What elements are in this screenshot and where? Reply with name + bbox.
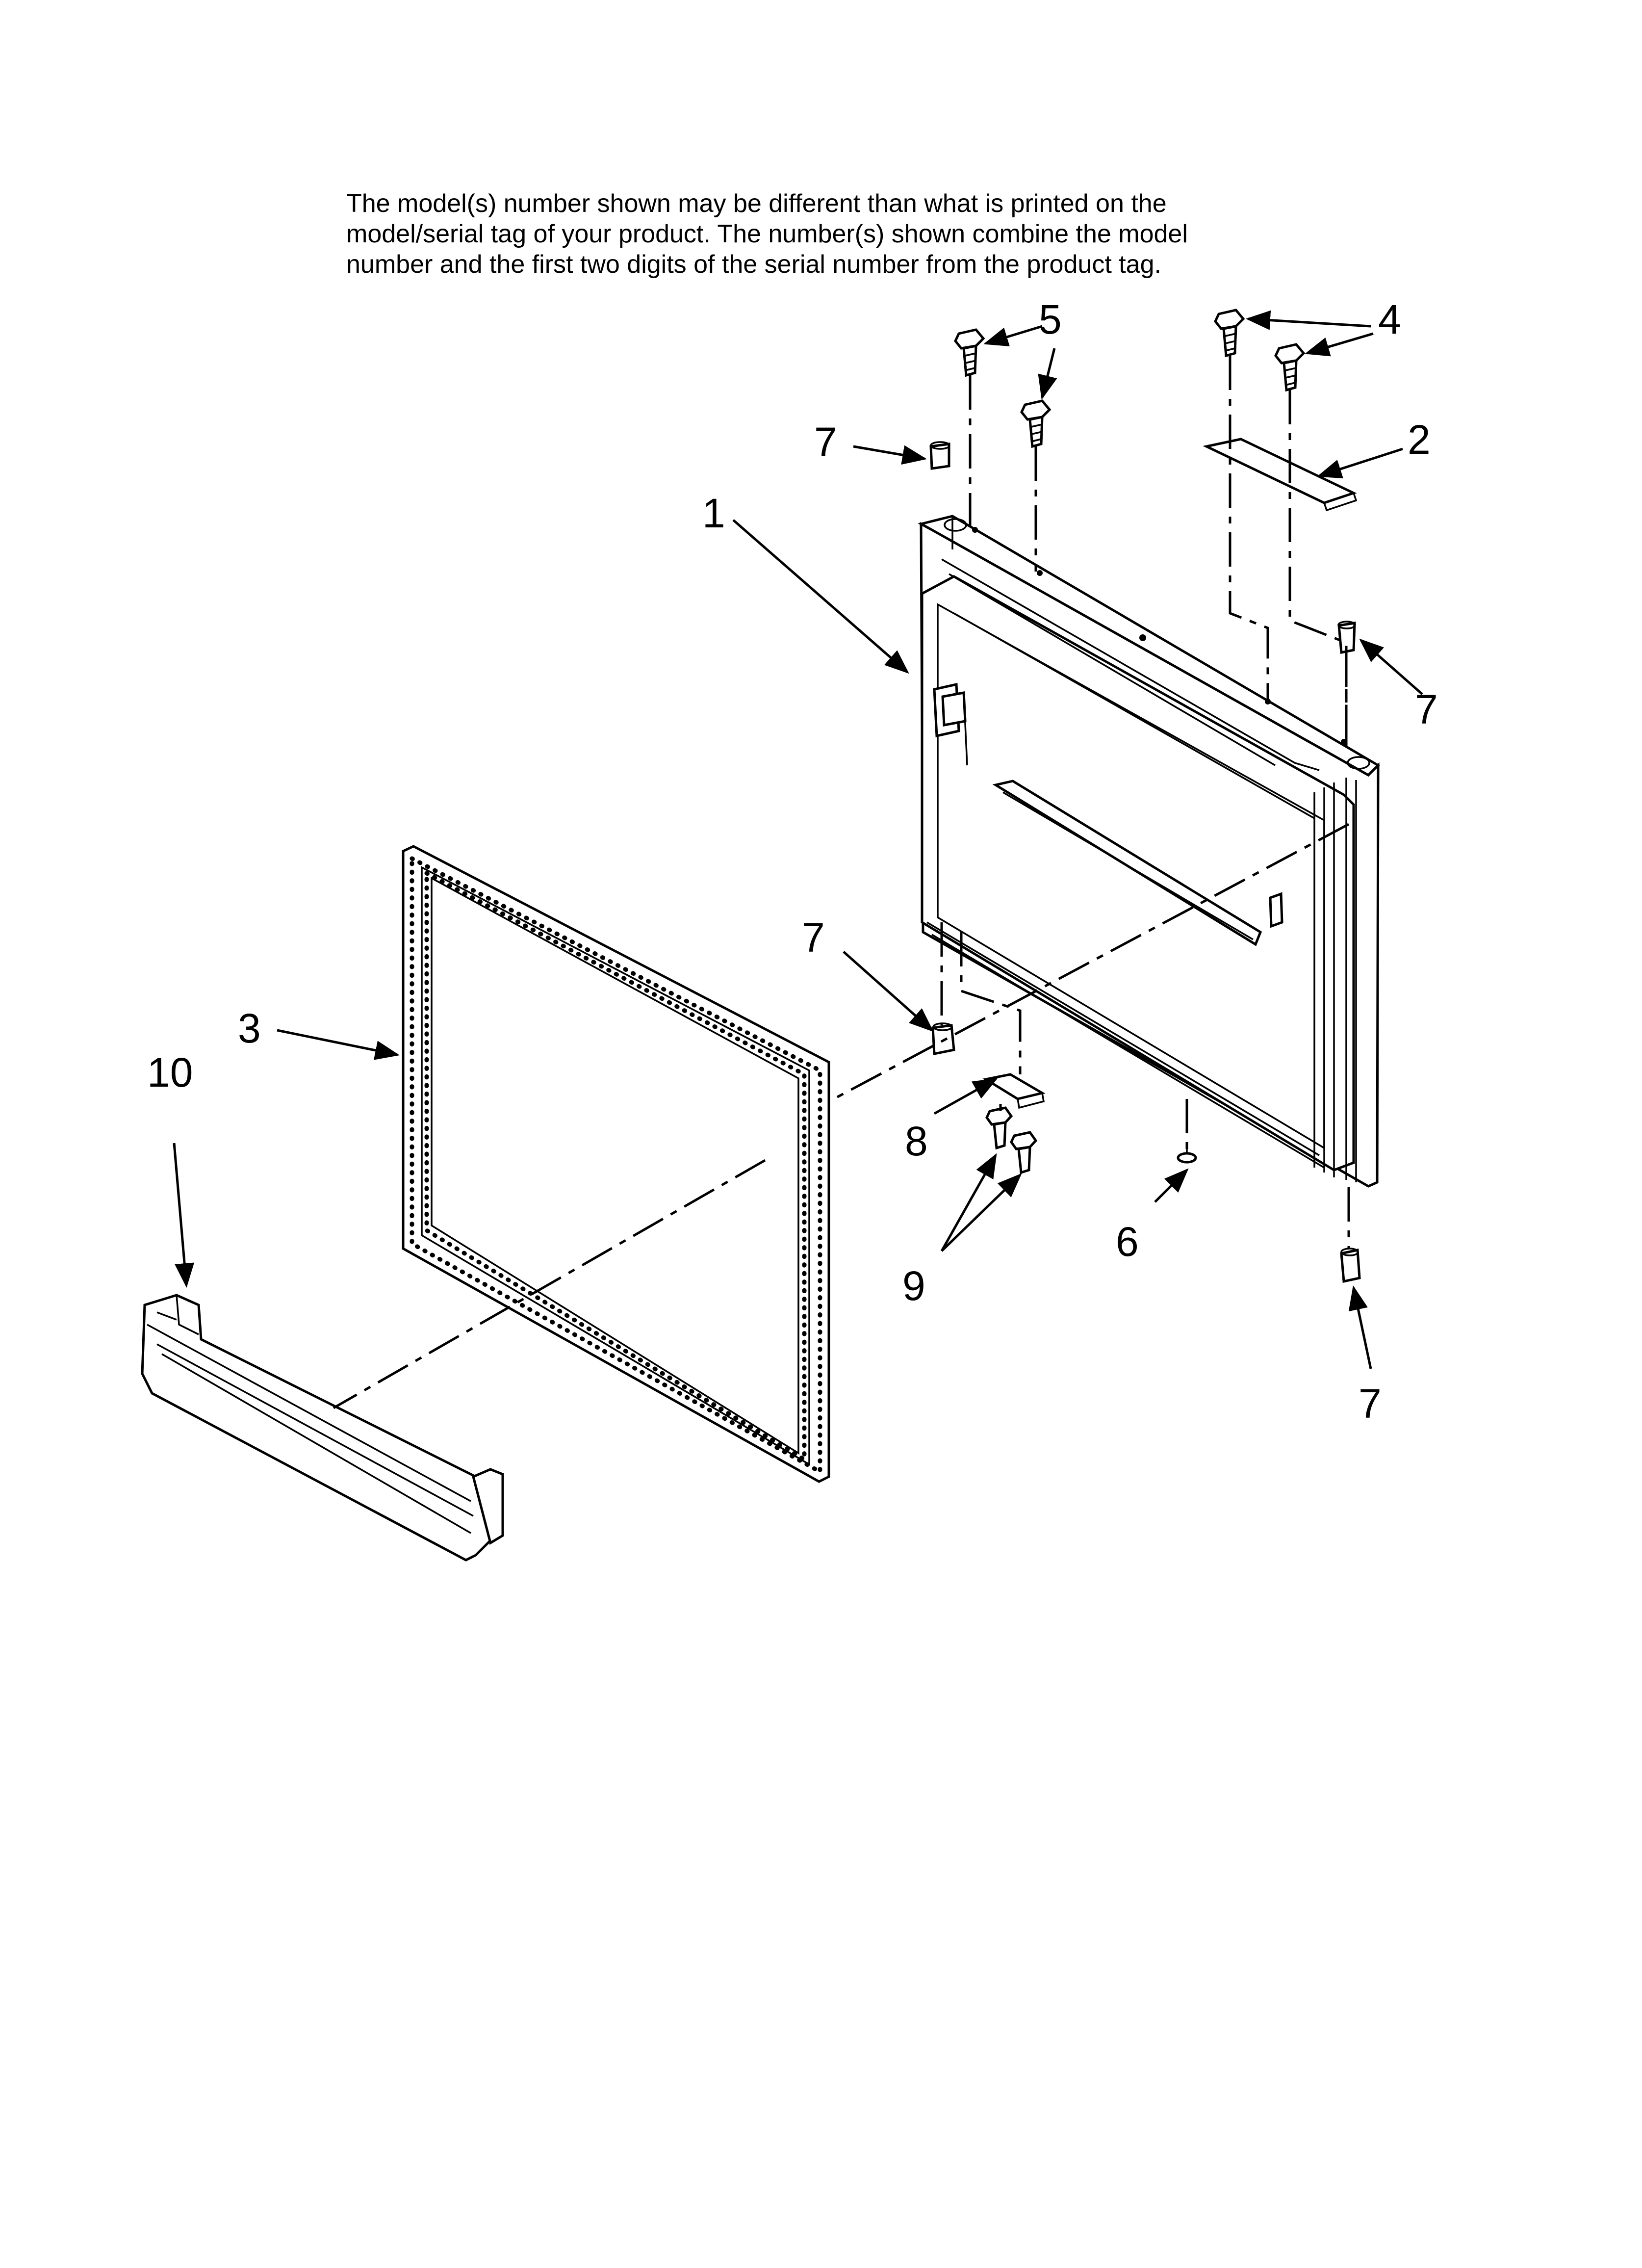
model-number-note: The model(s) number shown may be differe… bbox=[346, 188, 1425, 280]
callout-2: 2 bbox=[1408, 417, 1431, 463]
callout-10: 10 bbox=[147, 1049, 193, 1095]
callout-7-bottom-left: 7 bbox=[802, 914, 825, 961]
callout-5: 5 bbox=[1039, 296, 1062, 342]
hinge-pin-bushing-top-left bbox=[929, 441, 950, 470]
screw-4b bbox=[1274, 343, 1306, 392]
alignment-lines bbox=[333, 356, 1350, 1409]
door-gasket bbox=[402, 845, 830, 1483]
callout-7-bottom-right: 7 bbox=[1359, 1381, 1382, 1427]
callout-7-top-left: 7 bbox=[814, 419, 837, 465]
note-line: number and the first two digits of the s… bbox=[346, 250, 1161, 279]
callout-3: 3 bbox=[238, 1005, 261, 1051]
leader-arrows bbox=[173, 310, 1423, 1369]
screw-5a bbox=[954, 328, 985, 377]
note-line: The model(s) number shown may be differe… bbox=[346, 189, 1167, 218]
screw-9a bbox=[985, 1106, 1013, 1150]
door-shelf-bin bbox=[141, 1294, 504, 1562]
screw-5b bbox=[1020, 399, 1052, 448]
hinge-pin-bushing-top-right bbox=[1337, 621, 1356, 654]
callout-6: 6 bbox=[1116, 1219, 1139, 1265]
callout-9: 9 bbox=[902, 1263, 925, 1309]
note-line: model/serial tag of your product. The nu… bbox=[346, 220, 1188, 248]
freezer-door bbox=[918, 515, 1381, 1188]
callout-4: 4 bbox=[1378, 296, 1401, 342]
screw-4a bbox=[1214, 309, 1245, 358]
hinge-pin-bushing-bottom-left bbox=[931, 1022, 955, 1056]
callout-1: 1 bbox=[702, 490, 725, 536]
screw-9b bbox=[1010, 1131, 1038, 1174]
callout-8: 8 bbox=[905, 1118, 928, 1164]
hinge-pin-bushing-bottom-right bbox=[1340, 1248, 1361, 1283]
bottom-hinge-bracket bbox=[982, 1073, 1046, 1109]
callout-7-top-right: 7 bbox=[1415, 686, 1438, 732]
